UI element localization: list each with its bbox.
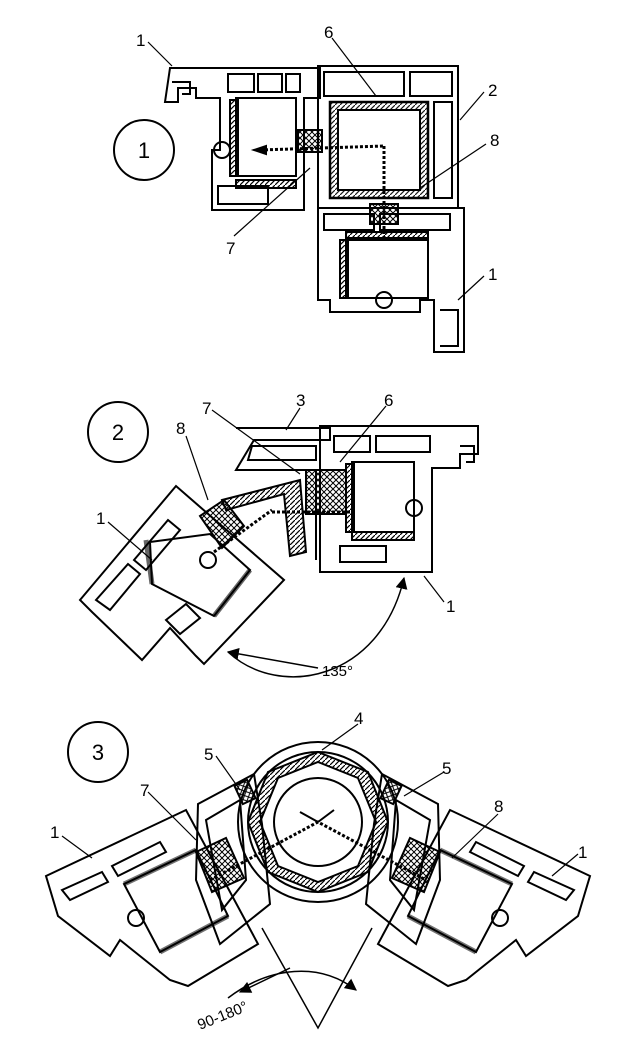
fig3-angle-label: 90-180°	[195, 998, 250, 1034]
fig3-label-frame-right: 1	[578, 843, 587, 862]
fig2-angle-arc	[226, 576, 408, 678]
fig3-seal	[194, 836, 442, 894]
fig3-label-adapter-left: 5	[204, 745, 213, 764]
fig2-number-circle	[87, 401, 149, 463]
figure-2	[78, 405, 479, 678]
fig2-label-coupling: 3	[296, 391, 305, 410]
fig3-label-seal: 8	[494, 797, 503, 816]
fig3-adapter-left	[194, 772, 272, 946]
fig3-frame-profile-left	[44, 808, 260, 988]
fig1-mullion-profile	[317, 65, 459, 209]
fig3-angle-lines	[227, 927, 373, 1030]
fig1-label-reinforcement: 6	[324, 23, 333, 42]
fig2-angle-label: 135°	[322, 663, 353, 680]
fig3-number: 3	[92, 740, 104, 765]
fig3-screws	[209, 809, 427, 882]
fig3-label-adapter-right: 5	[442, 759, 451, 778]
fig1-labels: 1 6 2 8 7 1	[136, 23, 499, 284]
fig1-frame-profile-top	[163, 67, 321, 211]
figure-3	[44, 723, 592, 1030]
fig2-frame-profile-left	[78, 484, 286, 666]
figure-numbers: 1 2 3	[92, 138, 150, 765]
fig2-label-frame-right: 1	[446, 597, 455, 616]
fig3-adapter-right	[364, 772, 442, 946]
fig3-label-screw: 7	[140, 781, 149, 800]
fig2-leaders	[107, 405, 445, 603]
fig2-label-reinforcement: 6	[384, 391, 393, 410]
fig1-label-mullion: 2	[488, 81, 497, 100]
fig1-screws	[250, 144, 386, 240]
fig1-label-screw: 7	[226, 239, 235, 258]
fig1-frame-profile-bottom	[317, 207, 465, 353]
fig2-label-screw: 7	[202, 399, 211, 418]
fig1-label-seal: 8	[490, 131, 499, 150]
fig2-label-frame-left: 1	[96, 509, 105, 528]
fig2-seal	[198, 469, 347, 550]
fig1-number: 1	[138, 138, 150, 163]
fig1-leaders	[147, 37, 487, 301]
fig2-number: 2	[112, 420, 124, 445]
fig2-labels: 3 7 6 8 1 1 135°	[96, 391, 455, 680]
figure-1	[147, 37, 487, 353]
fig1-number-circle	[113, 119, 175, 181]
fig3-label-tube: 4	[354, 709, 363, 728]
fig3-frame-profile-right	[376, 808, 592, 988]
fig3-number-circle	[67, 721, 129, 783]
fig3-leaders	[61, 723, 579, 877]
fig2-label-seal: 8	[176, 419, 185, 438]
fig3-label-frame-left: 1	[50, 823, 59, 842]
fig2-frame-profile-right	[319, 425, 479, 573]
fig1-label-frame-bottom: 1	[488, 265, 497, 284]
fig2-screws	[213, 508, 356, 554]
fig1-label-frame-top: 1	[136, 31, 145, 50]
